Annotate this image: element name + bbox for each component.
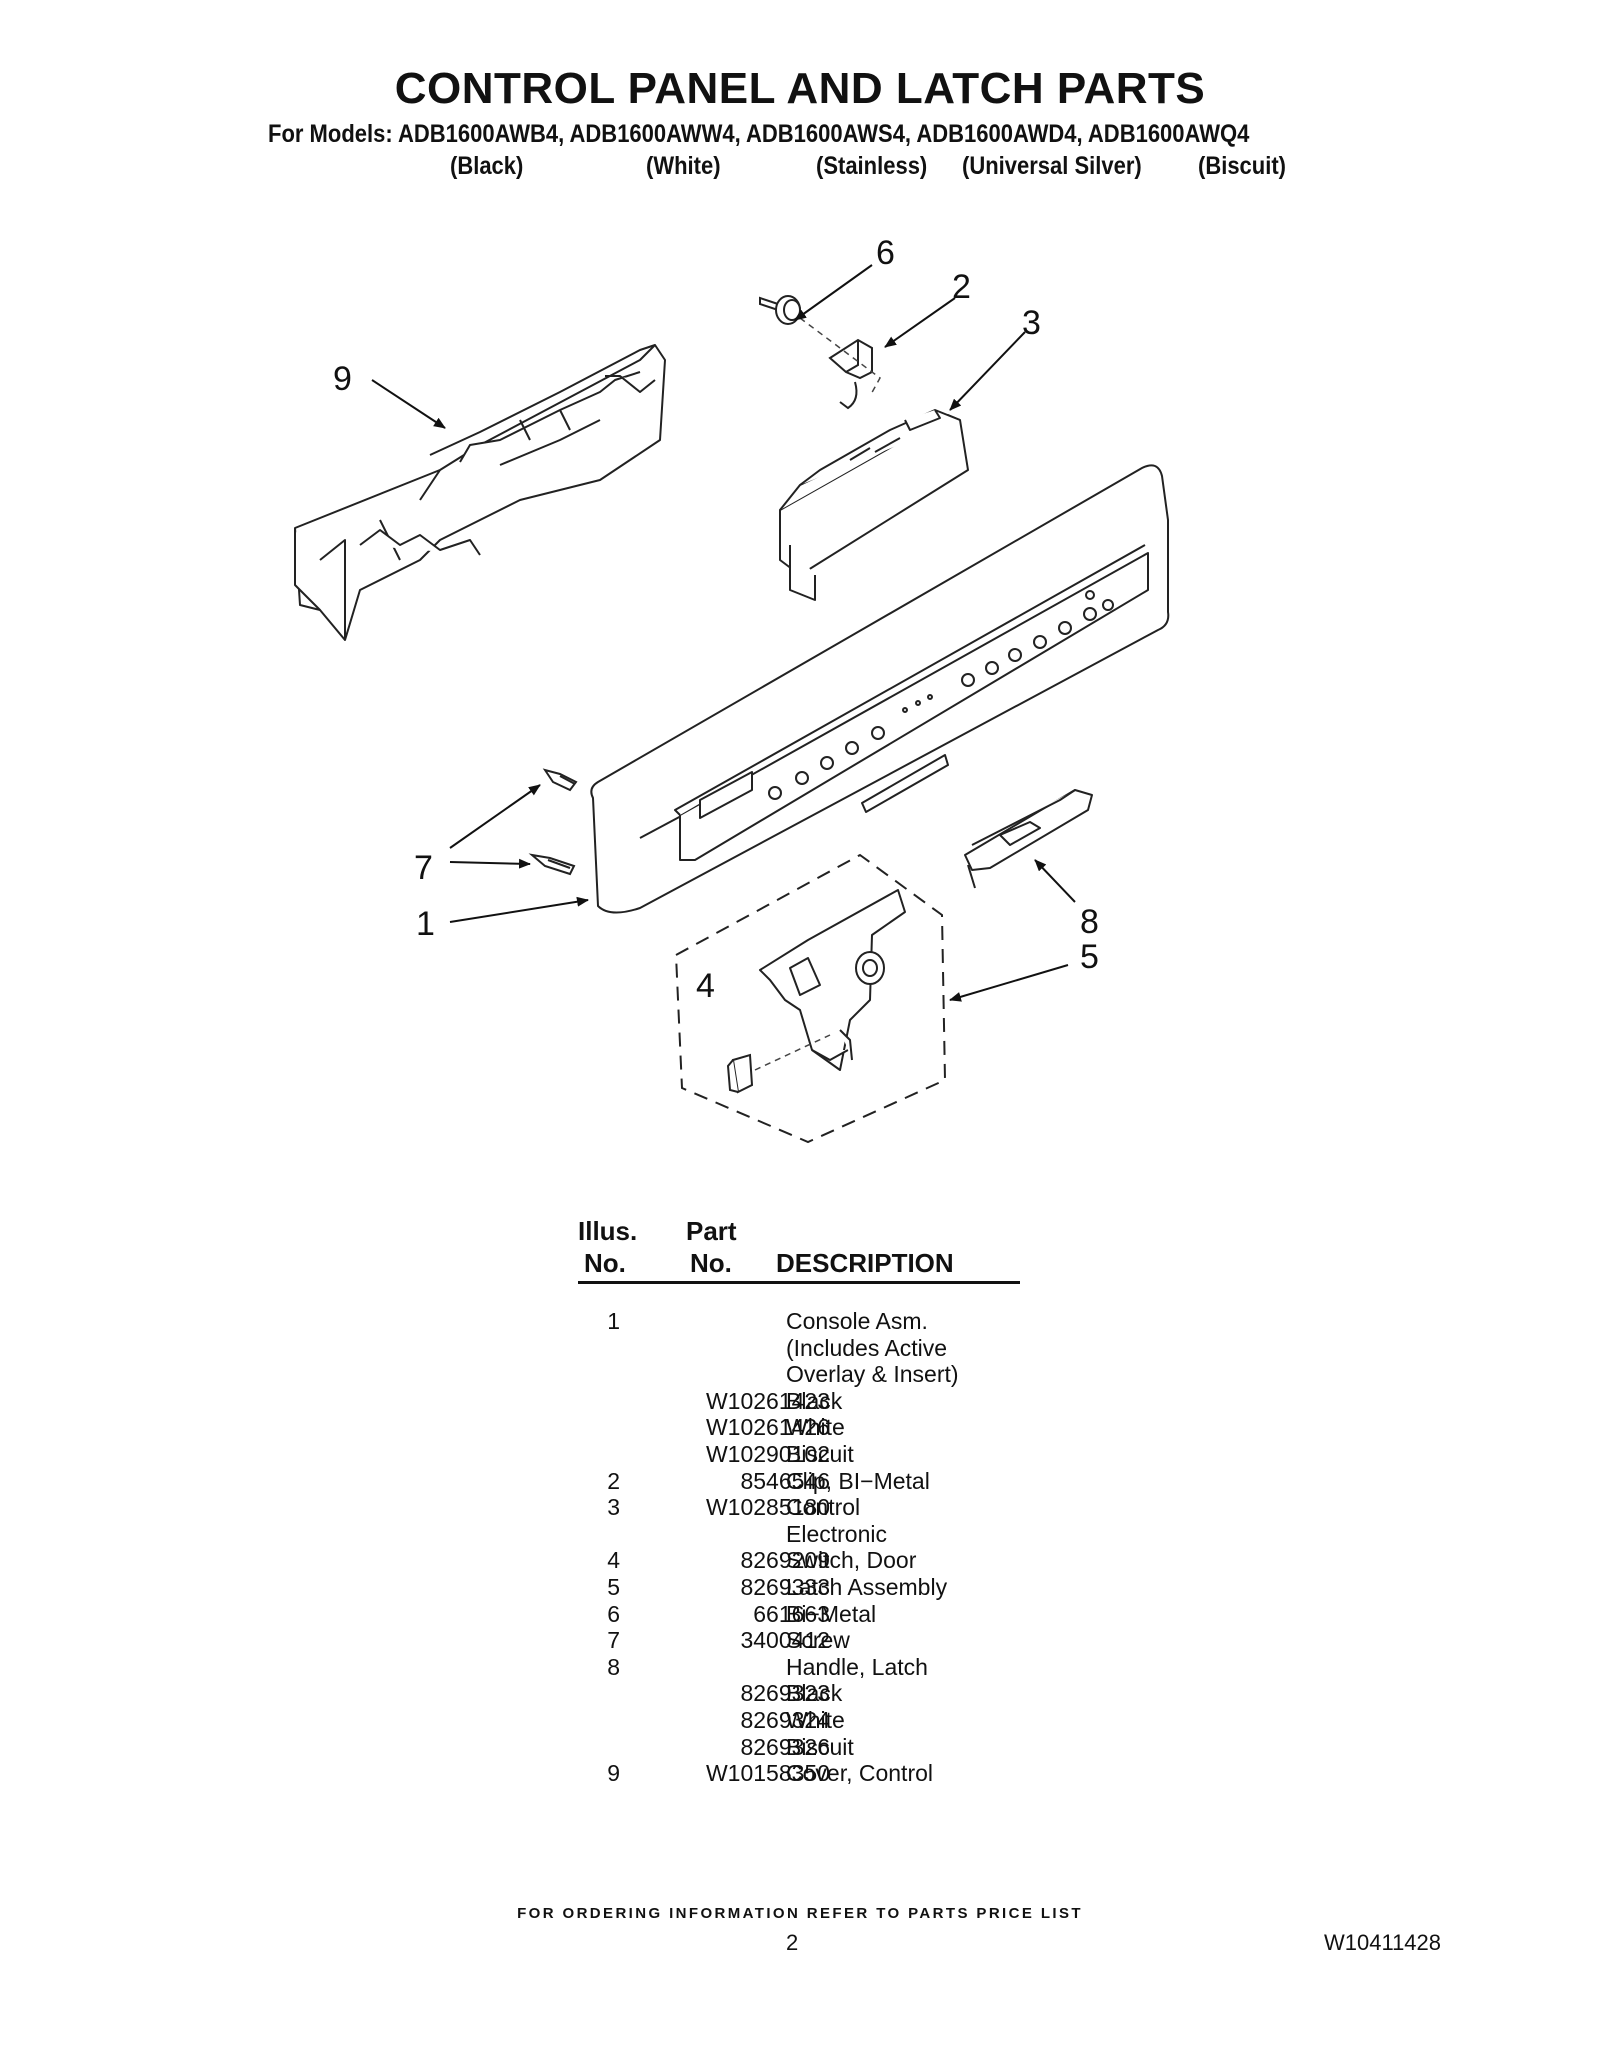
col-part-head-2: No. <box>690 1248 732 1278</box>
col-illus-head-1: Illus. <box>578 1216 638 1246</box>
callout-9: 9 <box>333 360 352 398</box>
color-biscuit: (Biscuit) <box>1198 152 1286 180</box>
part-number: 8546546 <box>740 1467 830 1494</box>
callout-5: 5 <box>1080 938 1099 976</box>
page-title: CONTROL PANEL AND LATCH PARTS <box>394 64 1206 113</box>
illus-number: 8 <box>607 1653 620 1680</box>
door-switch-part <box>726 1053 754 1094</box>
latch-handle-part <box>964 789 1093 889</box>
part-number: 3400412 <box>740 1627 830 1654</box>
table-header-rule <box>578 1281 1020 1284</box>
part-number: W10285180 <box>705 1494 830 1521</box>
page-number: 2 <box>786 1930 799 1955</box>
part-description: Bi−Metal <box>786 1600 877 1627</box>
col-part-head-1: Part <box>686 1216 737 1246</box>
part-number: W10290102 <box>705 1440 830 1467</box>
part-number: W10261426 <box>705 1414 830 1441</box>
part-description: Electronic <box>786 1520 887 1547</box>
col-description-head: DESCRIPTION <box>776 1248 954 1278</box>
color-universal-silver: (Universal Silver) <box>962 152 1142 180</box>
part-description: White <box>786 1706 845 1733</box>
col-illus-head-2: No. <box>584 1248 626 1278</box>
part-description: Overlay & Insert) <box>786 1361 959 1388</box>
callout-2: 2 <box>952 268 971 306</box>
color-white: (White) <box>646 152 721 180</box>
part-description: Biscuit <box>786 1733 854 1760</box>
illus-number: 3 <box>607 1494 620 1521</box>
part-number: W10158350 <box>705 1760 830 1787</box>
part-description: Latch Assembly <box>786 1573 948 1600</box>
part-description: Screw <box>786 1627 850 1654</box>
electronic-control-part <box>779 409 969 601</box>
callout-8: 8 <box>1080 903 1099 941</box>
part-number: W10261423 <box>705 1387 830 1414</box>
color-stainless: (Stainless) <box>816 152 928 180</box>
clip-part <box>828 338 873 410</box>
illus-number: 5 <box>607 1573 620 1600</box>
color-black: (Black) <box>450 152 524 180</box>
part-number: 8269326 <box>740 1733 830 1760</box>
part-description: Black <box>786 1680 843 1707</box>
document-id: W10411428 <box>1324 1930 1442 1955</box>
part-description: Control <box>786 1494 861 1521</box>
part-description: Console Asm. <box>786 1308 928 1334</box>
illus-number: 7 <box>607 1627 620 1654</box>
bi-metal-part <box>759 295 801 325</box>
callout-3: 3 <box>1022 304 1041 342</box>
console-part <box>590 464 1170 914</box>
part-number: 8269333 <box>740 1573 830 1600</box>
leader-arrows <box>371 264 1076 1002</box>
screw-part <box>528 768 578 876</box>
part-description: Black <box>786 1387 843 1414</box>
part-description: White <box>786 1414 845 1441</box>
part-number: 661663 <box>753 1600 830 1627</box>
part-number: 8269209 <box>740 1547 830 1574</box>
models-line: For Models: ADB1600AWB4, ADB1600AWW4, AD… <box>268 120 1250 148</box>
latch-assembly-boundary <box>674 853 947 1144</box>
part-description: Biscuit <box>786 1440 854 1467</box>
callout-7: 7 <box>414 849 433 887</box>
part-description: (Includes Active <box>786 1334 948 1361</box>
control-cover-part <box>294 344 666 641</box>
exploded-parts-diagram: 1 2 3 4 5 6 7 8 9 <box>294 234 1170 1144</box>
callout-1: 1 <box>416 905 435 943</box>
illus-number: 9 <box>607 1760 620 1787</box>
ordering-note: FOR ORDERING INFORMATION REFER TO PARTS … <box>517 1905 1083 1922</box>
part-description: Handle, Latch <box>786 1653 928 1680</box>
callout-4: 4 <box>696 967 715 1005</box>
part-description: Clip, BI−Metal <box>786 1467 930 1494</box>
latch-assembly-part <box>759 889 906 1071</box>
part-description: Switch, Door <box>786 1547 917 1574</box>
callout-6: 6 <box>876 234 895 272</box>
part-number: 8269324 <box>740 1706 830 1733</box>
illus-number: 2 <box>607 1467 620 1494</box>
illus-number: 4 <box>607 1547 620 1574</box>
part-number: 8269323 <box>740 1680 830 1707</box>
illus-number: 6 <box>607 1600 620 1627</box>
illus-number: 1 <box>607 1308 620 1334</box>
part-description: Cover, Control <box>786 1760 934 1787</box>
